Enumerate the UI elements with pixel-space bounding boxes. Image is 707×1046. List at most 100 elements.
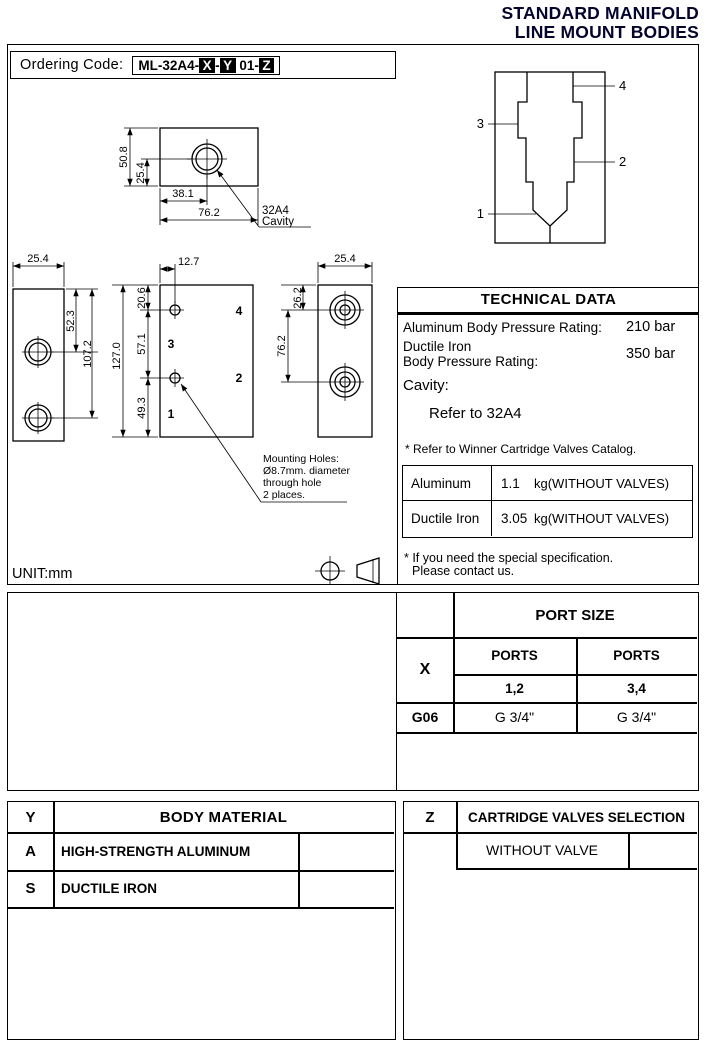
weight-value-ductile: 3.05: [501, 511, 528, 526]
weight-row-aluminum: Aluminum 1.1 kg(WITHOUT VALVES): [403, 466, 692, 501]
front-port1-label: 1: [168, 407, 175, 421]
body-material-label-a: HIGH-STRENGTH ALUMINUM: [61, 843, 251, 859]
aluminum-rating-label: Aluminum Body Pressure Rating:: [403, 320, 602, 335]
body-material-code-s: S: [25, 880, 36, 897]
left-side-view: 25.4 52.3 107.2: [12, 253, 98, 442]
notes-empty-panel: [7, 592, 397, 791]
weight-material-aluminum: Aluminum: [403, 466, 492, 500]
port-size-panel: PORT SIZE X PORTS PORTS 1,2 3,4 G06 G 3/…: [396, 592, 699, 791]
dim-25-4-left: 25.4: [27, 253, 48, 265]
cartridge-option-without-valve: WITHOUT VALVE: [485, 842, 598, 858]
catalog-note: * Refer to Winner Cartridge Valves Catal…: [405, 442, 637, 456]
mounting-note-line1: Mounting Holes:: [263, 453, 339, 465]
front-port2-label: 2: [236, 371, 243, 385]
dim-76-2-right: 76.2: [276, 335, 288, 356]
schematic-body-outline: [494, 71, 606, 244]
schematic-bore-right: [549, 72, 583, 227]
dim-50-8: 50.8: [118, 146, 130, 167]
body-material-panel: Y BODY MATERIAL A HIGH-STRENGTH ALUMINUM…: [7, 801, 396, 1040]
ports-34-sub: 3,4: [627, 680, 646, 696]
port-size-12-value: G 3/4": [494, 709, 535, 725]
top-view: 50.8 25.4 38.1 76.2 32A4 Cavity: [118, 127, 311, 228]
mounting-holes-note: Mounting Holes: Ø8.7mm. diameter through…: [180, 383, 350, 503]
ports-34-header: PORTS: [613, 648, 660, 663]
schematic-port1-label: 1: [477, 206, 484, 221]
special-note-line2: Please contact us.: [412, 564, 515, 578]
main-drawing-panel: [7, 44, 699, 585]
mounting-note-line2: Ø8.7mm. diameter: [263, 465, 350, 477]
aluminum-rating-value: 210 bar: [626, 319, 676, 335]
left-view-outline: [12, 288, 65, 442]
body-material-label-s: DUCTILE IRON: [61, 881, 157, 896]
code-prefix: ML-32A4-: [138, 57, 200, 73]
port-size-34-value: G 3/4": [616, 709, 657, 725]
cavity-value: Refer to 32A4: [429, 405, 522, 422]
body-material-title: BODY MATERIAL: [159, 808, 288, 826]
dim-49-3: 49.3: [136, 397, 148, 418]
cartridge-key: Z: [425, 808, 435, 826]
projection-symbol: [315, 556, 380, 585]
code-dash: -: [215, 57, 220, 73]
dim-127-0: 127.0: [111, 342, 123, 370]
code-z: Z: [258, 57, 275, 73]
page-title-line2: LINE MOUNT BODIES: [514, 22, 699, 42]
cavity-schematic: 4 3 2 1: [477, 71, 626, 244]
port-size-x-header: X: [419, 660, 431, 678]
body-material-key: Y: [25, 808, 36, 826]
ductile-rating-value: 350 bar: [626, 346, 676, 362]
dim-76-2: 76.2: [198, 207, 219, 219]
mounting-note-leader: [180, 383, 262, 503]
dim-107-2: 107.2: [82, 340, 94, 368]
weight-material-ductile: Ductile Iron: [403, 501, 492, 536]
mounting-note-line4: 2 places.: [263, 489, 305, 501]
cartridge-title: CARTRIDGE VALVES SELECTION: [467, 809, 685, 825]
front-view-outline: [159, 284, 254, 438]
port-size-code-g06: G06: [411, 709, 439, 725]
mounting-note-line3: through hole: [263, 477, 322, 489]
weight-row-ductile: Ductile Iron 3.05 kg(WITHOUT VALVES): [403, 501, 692, 536]
weight-suffix-aluminum: kg(WITHOUT VALVES): [534, 475, 670, 491]
top-view-outline: [159, 127, 259, 187]
technical-data-title: TECHNICAL DATA: [480, 291, 617, 308]
right-view-outline: [317, 284, 373, 438]
cone-symbol-icon: [356, 557, 380, 585]
ports-12-sub: 1,2: [505, 680, 524, 696]
page-title: STANDARD MANIFOLD LINE MOUNT BODIES: [502, 4, 700, 42]
technical-data-divider: [398, 312, 698, 315]
ordering-code-label: Ordering Code:: [20, 57, 124, 73]
front-port4-label: 4: [236, 304, 243, 318]
unit-label: UNIT:mm: [12, 566, 73, 582]
special-note-line1: * If you need the special specification.: [404, 551, 614, 565]
dim-38-1: 38.1: [172, 188, 193, 200]
dim-52-3: 52.3: [65, 310, 77, 331]
schematic-port3-label: 3: [477, 116, 484, 131]
dim-25-4-right: 25.4: [334, 253, 355, 265]
weight-value-aluminum: 1.1: [501, 475, 520, 491]
dim-25-4-top: 25.4: [135, 162, 147, 183]
ordering-code-value: ML-32A4- X - Y 01- Z: [132, 55, 281, 75]
ductile-rating-label-line2: Body Pressure Rating:: [403, 354, 539, 369]
body-material-code-a: A: [25, 842, 36, 860]
dim-20-6: 20.6: [136, 287, 148, 308]
weight-suffix-ductile: kg(WITHOUT VALVES): [534, 511, 670, 526]
schematic-port4-label: 4: [619, 78, 626, 93]
technical-drawings: 4 3 2 1 50.8 25.4 38.1 76.2: [12, 71, 626, 585]
cavity-label: Cavity:: [403, 377, 449, 394]
cavity-callout-line2: Cavity: [262, 216, 294, 228]
cavity-leader: [216, 169, 260, 228]
right-side-view: 25.4 26.2 76.2: [276, 253, 373, 438]
ordering-code-box: Ordering Code: ML-32A4- X - Y 01- Z: [10, 51, 396, 79]
front-port3-label: 3: [168, 337, 175, 351]
cartridge-selection-panel: Z CARTRIDGE VALVES SELECTION WITHOUT VAL…: [403, 801, 699, 1040]
technical-data-section: TECHNICAL DATA Aluminum Body Pressure Ra…: [397, 287, 699, 585]
dim-57-1: 57.1: [136, 333, 148, 354]
ports-12-header: PORTS: [491, 648, 538, 663]
cavity-callout-line1: 32A4: [262, 205, 289, 217]
ductile-rating-label-line1: Ductile Iron: [403, 339, 472, 354]
code-x: X: [199, 57, 216, 73]
page-title-line1: STANDARD MANIFOLD: [501, 3, 699, 23]
port-size-title: PORT SIZE: [535, 606, 615, 624]
code-middle: 01-: [235, 57, 259, 73]
schematic-port2-label: 2: [619, 154, 626, 169]
